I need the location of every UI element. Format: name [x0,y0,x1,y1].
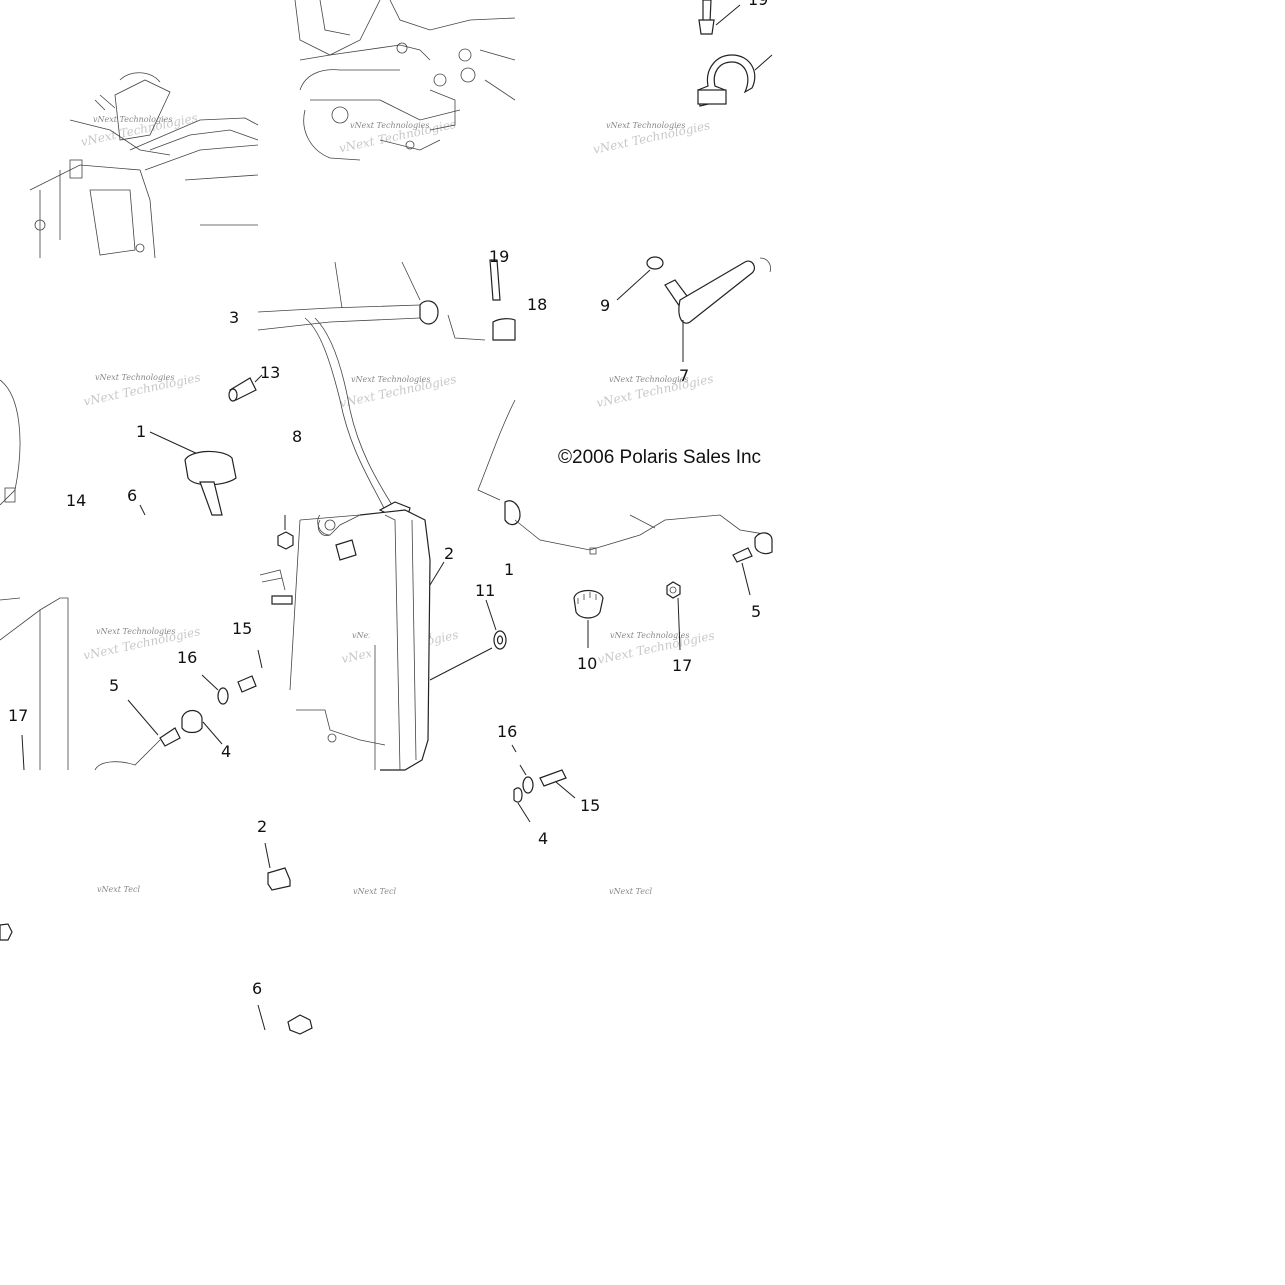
svg-text:vNext Technologies: vNext Technologies [95,373,174,382]
callout-15: 15 [232,619,252,638]
callout-19-top: 19 [748,0,768,9]
grommet-part-4 [181,709,223,745]
engine-assembly-top-mid [294,0,516,161]
grommet-part-4-lower [513,787,531,823]
watermark-top-right: vNext Technologies vNext Technologies [592,118,712,156]
watermark-bottom-mid: vNext Tecl [353,887,396,896]
callout-3: 3 [229,308,239,327]
callout-16-lower: 16 [497,722,517,741]
pin-part-5 [127,699,181,747]
bracket-part-17-left [21,734,161,771]
watermark-bottom-left: vNext Tecl [97,885,140,894]
bolt-part-15-lower [539,769,576,799]
tube-part-13 [228,374,263,402]
callout-6: 6 [127,486,137,505]
watermark-mid-right: vNext Technologies vNext Technologies [595,372,715,410]
callout-4-lower: 4 [538,829,548,848]
bolt-part-6-lower [257,1004,313,1035]
svg-text:vNext Technologies: vNext Technologies [93,115,172,124]
fitting-part-2-lower [264,842,291,891]
callout-8: 8 [292,427,302,446]
knob-part-1 [149,431,237,516]
callout-15-lower: 15 [580,796,600,815]
svg-text:vNext Tecl: vNext Tecl [97,885,140,894]
callout-11: 11 [475,581,495,600]
engine-side-right [514,514,773,555]
svg-text:vNext Tecl: vNext Tecl [353,887,396,896]
callout-19: 19 [489,247,509,266]
svg-text:vNext Tecl: vNext Tecl [609,887,652,896]
callout-7: 7 [679,366,689,385]
nut-part-17-right [666,581,681,651]
callout-16: 16 [177,648,197,667]
watermark-low-right: vNext Technologies vNext Technologies [596,628,716,666]
callout-9: 9 [600,296,610,315]
watermark-top-left: vNext Technologies vNext Technologies [79,111,199,149]
clamp-and-bolt-top-right [697,0,773,107]
callout-13: 13 [260,363,280,382]
engine-side-left [0,379,69,770]
svg-text:vNext Technologies: vNext Technologies [609,375,688,384]
pin-part-5-right [732,547,753,596]
elbow-fitting-part-7 [616,256,771,362]
callout-18: 18 [527,295,547,314]
washer-part-11 [429,599,507,681]
svg-text:vNext Technologies: vNext Technologies [96,627,175,636]
watermark-mid-left: vNext Technologies vNext Technologies [82,370,202,408]
callout-5-right: 5 [751,602,761,621]
callout-2: 2 [444,544,454,563]
cap-part-10 [573,589,604,648]
watermark-bottom-right: vNext Tecl [609,887,652,896]
svg-text:vNext Technologies: vNext Technologies [610,631,689,640]
engine-assembly-top-left [29,72,259,259]
watermark-mid-mid: vNext Technologies vNext Technologies [338,372,458,410]
callout-5: 5 [109,676,119,695]
callout-14: 14 [66,491,86,510]
washer-part-16-lower [511,744,534,794]
callout-2-lower: 2 [257,817,267,836]
copyright-notice: ©2006 Polaris Sales Inc [558,447,761,468]
tube-part-6 [139,504,146,516]
watermark-top-mid: vNext Technologies vNext Technologies [338,117,458,155]
svg-text:vNext Technologies: vNext Technologies [351,375,430,384]
reservoir-part-2 [289,509,445,771]
svg-text:vNext Technologies: vNext Technologies [606,121,685,130]
callout-1: 1 [136,422,146,441]
bolt-left-edge [0,923,13,941]
callout-4: 4 [221,742,231,761]
bolt-part-15 [237,569,293,693]
washer-part-16 [201,674,229,705]
nut-part-near-reservoir [277,515,294,550]
callout-17: 17 [8,706,28,725]
callout-6-lower: 6 [252,979,262,998]
svg-text:vNext Technologies: vNext Technologies [350,121,429,130]
callout-1-right: 1 [504,560,514,579]
callout-10: 10 [577,654,597,673]
callout-17-right: 17 [672,656,692,675]
